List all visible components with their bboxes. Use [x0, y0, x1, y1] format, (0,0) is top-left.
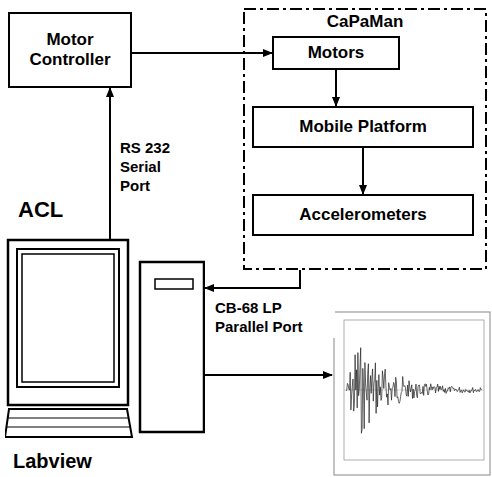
computer-node: ACL Labview — [5, 195, 205, 475]
process-box: Mobile Platform — [252, 106, 474, 148]
computer-illustration — [5, 195, 205, 475]
computer-label: Labview — [13, 450, 92, 473]
connector — [205, 270, 300, 288]
connector — [362, 148, 364, 194]
system-group: CaPaManMotorsMobile PlatformAcceleromete… — [243, 8, 487, 270]
box-label: Motor Controller — [10, 30, 130, 69]
output-arrow — [205, 374, 332, 376]
box-label: Mobile Platform — [299, 117, 427, 137]
connector — [132, 52, 272, 54]
computer-label: ACL — [18, 197, 63, 222]
signal-plot — [334, 312, 490, 475]
port-label: RS 232 Serial Port — [118, 138, 194, 196]
controller-box: Motor Controller — [8, 12, 132, 88]
group-title: CaPaMan — [243, 12, 487, 32]
box-label: Motors — [308, 43, 365, 63]
connector — [335, 70, 337, 106]
port-label: CB-68 LP Parallel Port — [213, 298, 335, 338]
process-box: Motors — [272, 36, 400, 70]
process-box: Accelerometers — [252, 194, 474, 236]
connector — [109, 88, 111, 195]
box-label: Accelerometers — [299, 205, 427, 225]
